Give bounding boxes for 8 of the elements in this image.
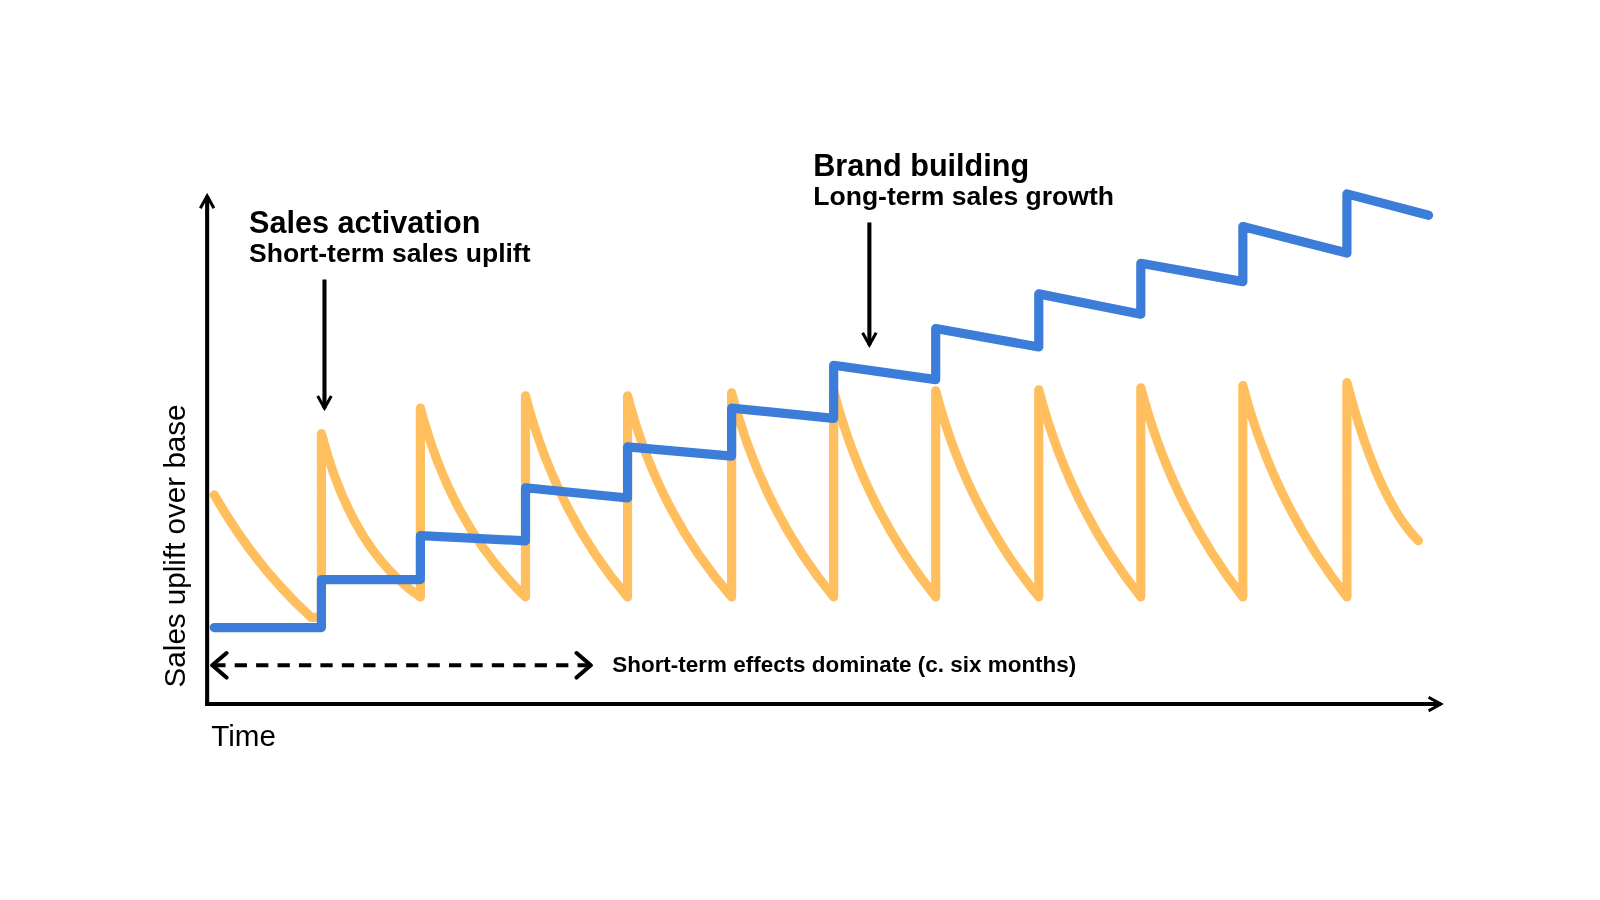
axis-title: Time — [211, 719, 276, 754]
annotation-heading: Sales activation — [249, 206, 481, 239]
axis-title: Sales uplift over base — [158, 404, 193, 688]
annotation-text: Short-term sales uplift — [249, 238, 531, 268]
leader-arrow — [861, 222, 878, 347]
dimension-label: Short-term effects dominate (c. six months) — [612, 652, 1077, 679]
leader-arrow — [316, 279, 333, 410]
annotation-heading: Brand building — [813, 149, 1030, 182]
